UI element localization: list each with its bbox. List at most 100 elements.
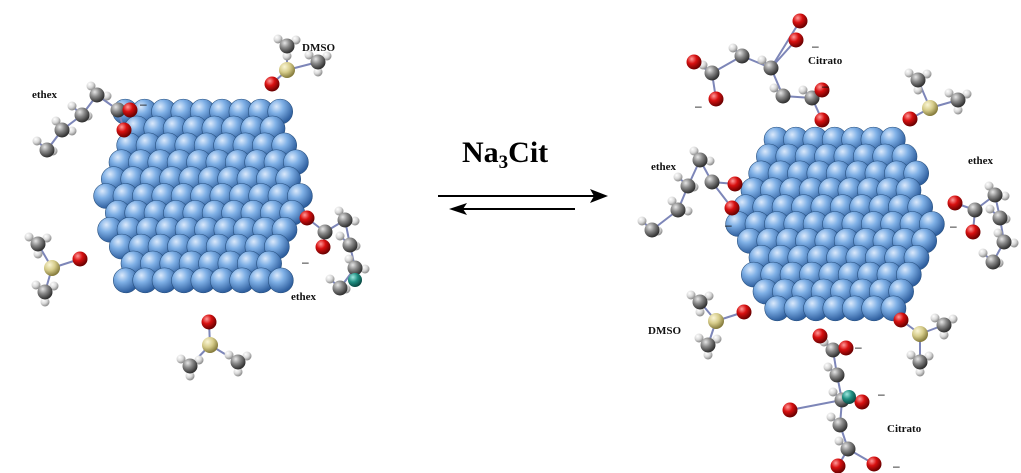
hydrogen-atom — [335, 231, 345, 241]
sulfur-atom — [708, 313, 724, 329]
minus-sign: – — [140, 97, 147, 111]
dmso-molecule — [893, 312, 958, 377]
bond — [789, 399, 843, 411]
reagent-symbol: Na — [462, 136, 499, 169]
oxygen-atom — [902, 111, 918, 127]
hydrogen-atom — [667, 196, 677, 206]
hydrogen-atom — [233, 367, 243, 377]
hydrogen-atom — [798, 85, 808, 95]
hydrogen-atom — [953, 105, 963, 115]
nanoparticle-left — [93, 98, 313, 294]
oxygen-atom — [854, 394, 870, 410]
ethex-molecule — [299, 206, 370, 296]
hydrogen-atom — [834, 436, 844, 446]
hydrogen-atom — [304, 50, 314, 60]
dmso-molecule — [902, 68, 972, 127]
hydrogen-atom — [282, 51, 292, 61]
hydrogen-atom — [194, 355, 204, 365]
hydrogen-atom — [703, 350, 713, 360]
label-citrato-bottom: Citrato — [887, 423, 922, 435]
metal-ion — [348, 273, 362, 287]
carbon-atom — [996, 234, 1012, 250]
hydrogen-atom — [728, 43, 738, 53]
sulfur-atom — [44, 260, 60, 276]
carbon-atom — [310, 54, 326, 70]
hydrogen-atom — [291, 35, 301, 45]
hydrogen-atom — [948, 314, 958, 324]
hydrogen-atom — [686, 290, 696, 300]
hydrogen-atom — [683, 206, 693, 216]
metal-ion-atom — [842, 390, 856, 404]
ethex-molecule — [637, 146, 743, 238]
hydrogen-atom — [86, 81, 96, 91]
hydrogen-atom — [689, 146, 699, 156]
carbon-atom — [734, 48, 750, 64]
oxygen-atom — [315, 239, 331, 255]
hydrogen-atom — [637, 216, 647, 226]
label-ethex-right: ethex — [968, 155, 994, 167]
hydrogen-atom — [712, 334, 722, 344]
oxygen-atom — [838, 340, 854, 356]
oxygen-atom — [708, 91, 724, 107]
carbon-atom — [992, 210, 1008, 226]
hydrogen-atom — [67, 126, 77, 136]
charge-signs: – – – – – – – – – – — [140, 39, 957, 473]
hydrogen-atom — [242, 351, 252, 361]
hydrogen-atom — [185, 371, 195, 381]
hydrogen-atom — [49, 281, 59, 291]
hydrogen-atom — [102, 91, 112, 101]
carbon-atom — [692, 152, 708, 168]
label-citrato-top: Citrato — [808, 55, 843, 67]
carbon-atom — [987, 187, 1003, 203]
carbon-atom — [30, 236, 46, 252]
oxygen-atom — [727, 176, 743, 192]
minus-sign: – — [695, 99, 702, 113]
ethex-molecule — [947, 181, 1019, 270]
molecule-labels: ethex DMSO ethex Citrato ethex ethex DMS… — [32, 42, 994, 435]
hydrogen-atom — [906, 350, 916, 360]
carbon-atom — [985, 254, 1001, 270]
metal-ion-atom — [348, 273, 362, 287]
oxygen-atom — [736, 304, 752, 320]
carbon-atom — [840, 441, 856, 457]
oxygen-atom — [965, 224, 981, 240]
oxygen-atom — [814, 112, 830, 128]
hydrogen-atom — [828, 387, 838, 397]
hydrogen-atom — [915, 367, 925, 377]
hydrogen-atom — [823, 362, 833, 372]
carbon-atom — [182, 358, 198, 374]
bond — [770, 20, 801, 69]
hydrogen-atom — [757, 55, 767, 65]
reverse-arrow — [449, 203, 575, 215]
carbon-atom — [342, 237, 358, 253]
carbon-atom — [74, 107, 90, 123]
hydrogen-atom — [350, 216, 360, 226]
sulfur-atom — [922, 100, 938, 116]
carbon-atom — [692, 294, 708, 310]
minus-sign: – — [812, 39, 819, 53]
carbon-atom — [936, 317, 952, 333]
hydrogen-atom — [313, 67, 323, 77]
hydrogen-atom — [1009, 238, 1019, 248]
hydrogen-atom — [360, 264, 370, 274]
hydrogen-atom — [325, 274, 335, 284]
reagent-name: Cit — [508, 136, 549, 169]
ethex-molecule — [32, 81, 138, 158]
carbon-atom — [680, 178, 696, 194]
nanoparticle-right — [725, 126, 945, 322]
carbon-atom — [54, 122, 70, 138]
equilibrium-arrows — [438, 189, 608, 215]
oxygen-atom — [72, 251, 88, 267]
oxygen-atom — [122, 102, 138, 118]
citrate-molecule — [686, 13, 830, 128]
hydrogen-atom — [694, 333, 704, 343]
carbon-atom — [39, 142, 55, 158]
carbon-atom — [89, 87, 105, 103]
forward-arrow — [438, 189, 608, 203]
hydrogen-atom — [913, 85, 923, 95]
hydrogen-atom — [1000, 191, 1010, 201]
hydrogen-atom — [978, 248, 988, 258]
carbon-atom — [704, 65, 720, 81]
carbon-atom — [910, 72, 926, 88]
